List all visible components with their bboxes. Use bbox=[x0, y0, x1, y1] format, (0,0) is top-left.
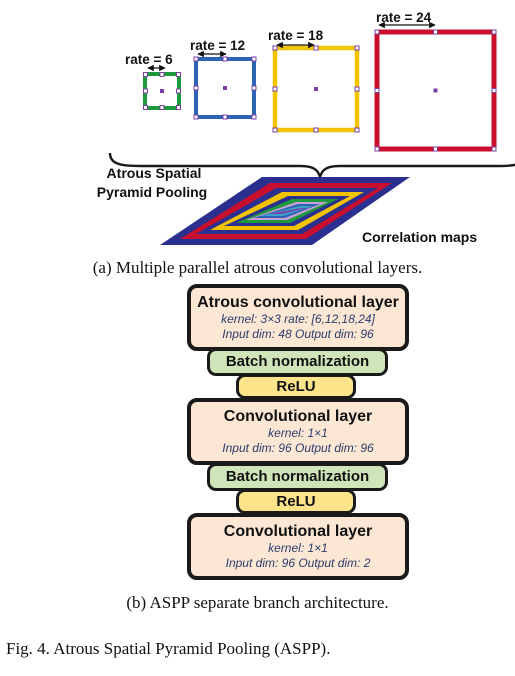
block-title: Convolutional layer bbox=[223, 523, 373, 540]
relu-block: ReLU bbox=[236, 374, 356, 399]
block-title: Atrous convolutional layer bbox=[197, 294, 399, 311]
rate-label: rate = 6 bbox=[125, 52, 173, 67]
correlation-maps-label: Correlation maps bbox=[362, 229, 477, 245]
caption-b: (b) ASPP separate branch architecture. bbox=[126, 593, 389, 612]
batch-norm-block: Batch normalization bbox=[207, 348, 388, 376]
block-dims: Input dim: 96 Output dim: 2 bbox=[225, 556, 371, 570]
kernel-rate-6: rate = 6 bbox=[125, 52, 181, 110]
figure-caption: Fig. 4. Atrous Spatial Pyramid Pooling (… bbox=[6, 639, 331, 658]
aspp-label-line2: Pyramid Pooling bbox=[97, 184, 207, 200]
kernel-rate-24: rate = 24 bbox=[374, 10, 497, 152]
sampling-points bbox=[193, 56, 257, 120]
sampling-points bbox=[374, 29, 497, 152]
sampling-points bbox=[143, 72, 181, 110]
relu-block: ReLU bbox=[236, 489, 356, 514]
aspp-label-line1: Atrous Spatial bbox=[107, 165, 202, 181]
block-dims: Input dim: 96 Output dim: 96 bbox=[222, 441, 374, 455]
conv-block: Convolutional layer kernel: 1×1 Input di… bbox=[187, 398, 409, 465]
block-param: kernel: 1×1 bbox=[268, 426, 328, 440]
rate-label: rate = 18 bbox=[268, 28, 324, 43]
caption-a: (a) Multiple parallel atrous convolution… bbox=[92, 258, 423, 277]
sampling-points bbox=[272, 45, 360, 133]
block-param: kernel: 1×1 bbox=[268, 541, 328, 555]
correlation-maps bbox=[160, 177, 410, 245]
batch-norm-block: Batch normalization bbox=[207, 463, 388, 491]
atrous-conv-block: Atrous convolutional layer kernel: 3×3 r… bbox=[187, 284, 409, 351]
block-param: kernel: 3×3 rate: [6,12,18,24] bbox=[221, 312, 375, 326]
kernel-rate-12: rate = 12 bbox=[190, 38, 257, 120]
conv-block: Convolutional layer kernel: 1×1 Input di… bbox=[187, 513, 409, 580]
atrous-rates-illustration: rate = 6 rate = 12 bbox=[97, 10, 515, 245]
block-dims: Input dim: 48 Output dim: 96 bbox=[222, 327, 374, 341]
kernel-rate-18: rate = 18 bbox=[268, 28, 360, 133]
rate-label: rate = 24 bbox=[376, 10, 432, 25]
block-title: Convolutional layer bbox=[223, 408, 373, 425]
rate-label: rate = 12 bbox=[190, 38, 245, 53]
